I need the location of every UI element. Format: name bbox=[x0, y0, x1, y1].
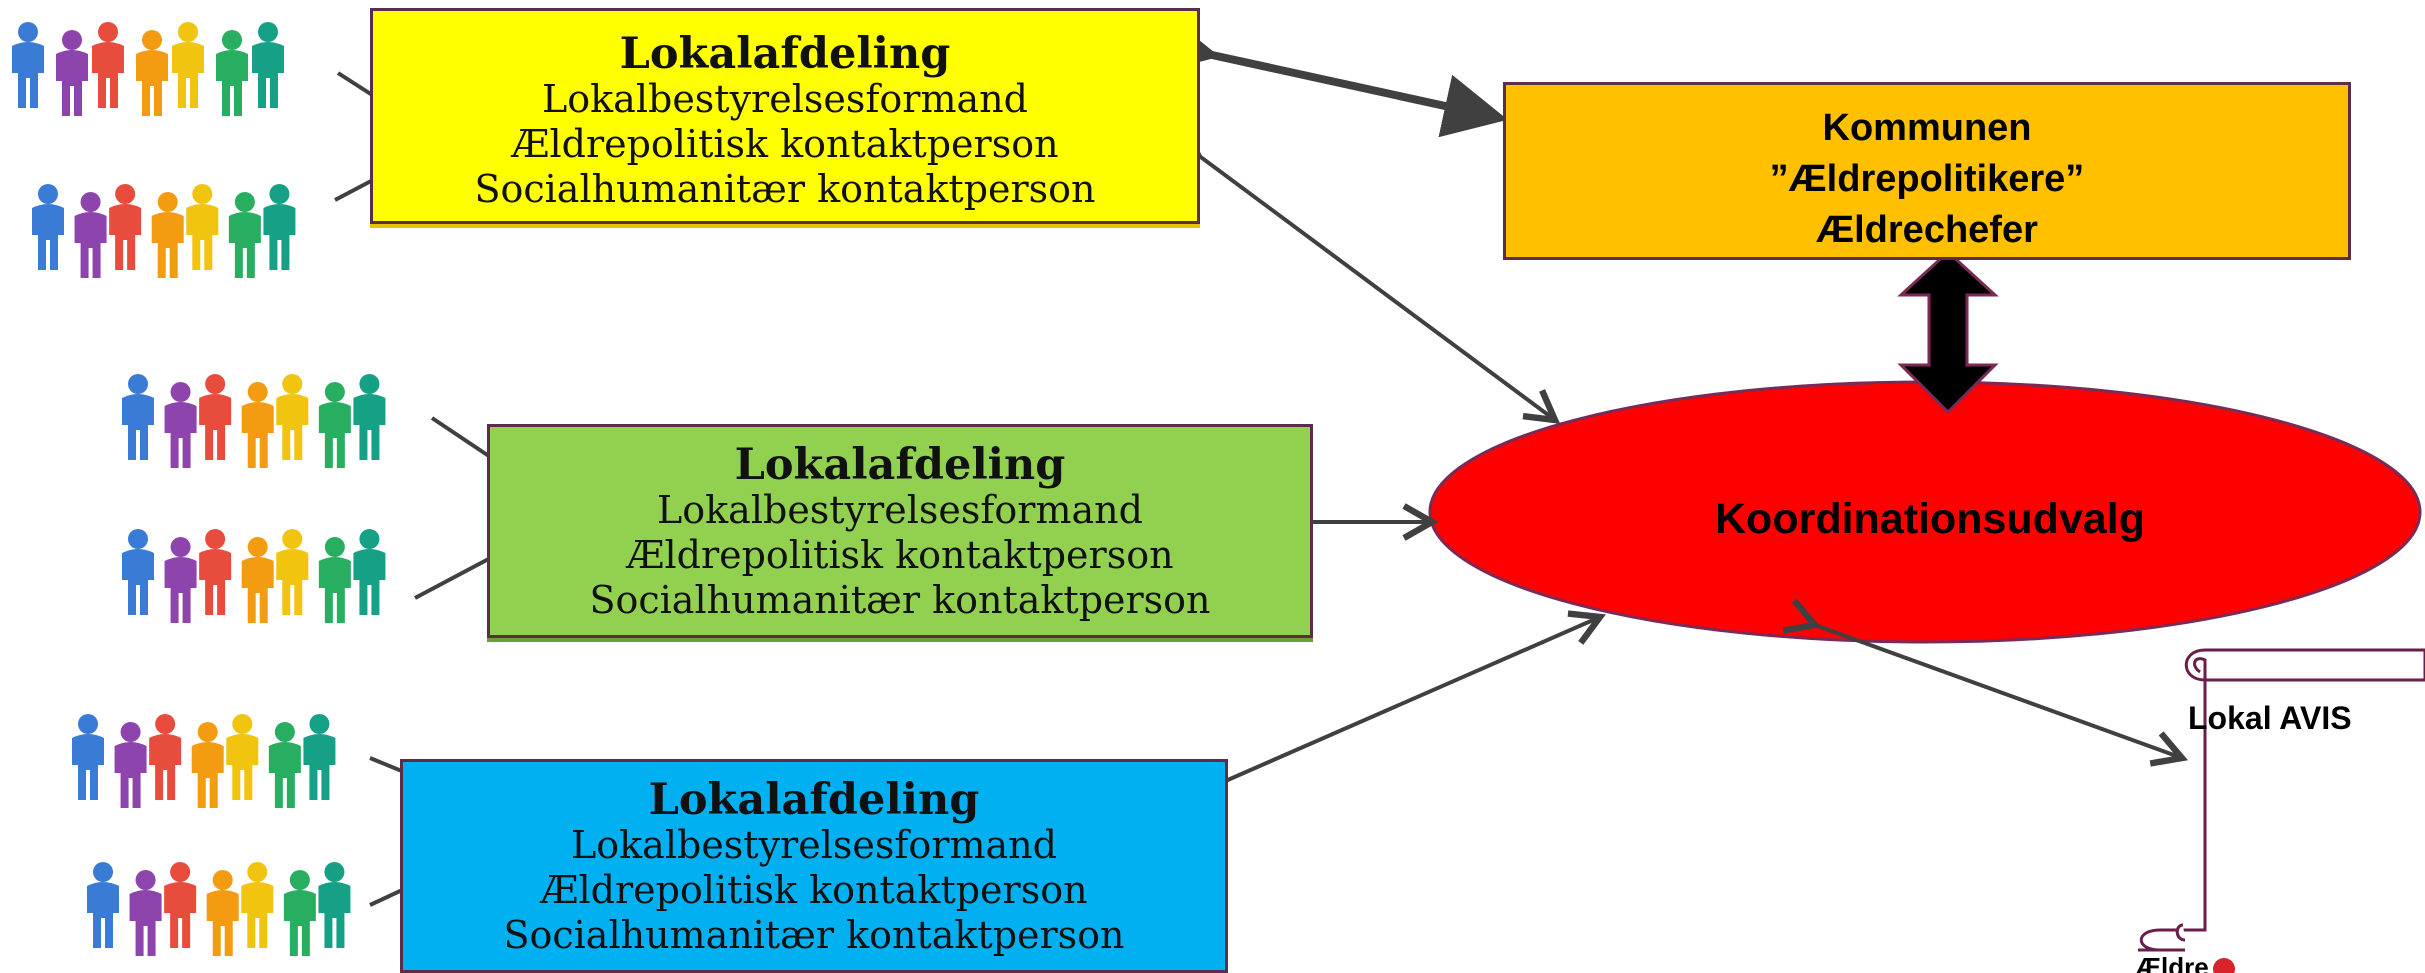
lokalafdeling-box-blue: Lokalafdeling Lokalbestyrelsesformand Æl… bbox=[400, 759, 1228, 973]
person-figure bbox=[164, 382, 197, 468]
lokalafdeling-box-yellow: Lokalafdeling Lokalbestyrelsesformand Æl… bbox=[370, 8, 1200, 224]
person-figure bbox=[283, 870, 316, 956]
person-figure bbox=[199, 529, 232, 615]
person-figure bbox=[122, 529, 154, 615]
person-figure bbox=[12, 22, 44, 108]
blue-koordination-arrow bbox=[1165, 610, 1606, 821]
person-figure bbox=[151, 192, 184, 278]
box-line-formand: Lokalbestyrelsesformand bbox=[542, 77, 1028, 121]
box-title: Lokalafdeling bbox=[619, 29, 951, 79]
person-figure bbox=[129, 870, 162, 956]
kommune-koordination-arrow bbox=[1897, 249, 1999, 415]
logo-dot-icon bbox=[2212, 958, 2235, 973]
box-line-aeldre: Ældrepolitisk kontaktperson bbox=[511, 122, 1059, 166]
people-group-icon bbox=[12, 22, 284, 116]
person-figure bbox=[216, 30, 248, 116]
person-figure bbox=[164, 862, 197, 948]
kommune-line-chefer: Ældrechefer bbox=[1816, 209, 2038, 251]
person-figure bbox=[87, 862, 119, 948]
person-figure bbox=[318, 537, 351, 623]
person-figure bbox=[199, 374, 232, 460]
kommune-title: Kommunen bbox=[1822, 107, 2032, 149]
person-figure bbox=[276, 374, 309, 460]
footer-logo: Ældre bbox=[2135, 952, 2255, 973]
scroll-icon bbox=[2138, 648, 2425, 952]
box-line-social: Socialhumanitær kontaktperson bbox=[589, 578, 1211, 622]
box-line-social: Socialhumanitær kontaktperson bbox=[503, 913, 1125, 957]
person-figure bbox=[228, 192, 261, 278]
box-line-formand: Lokalbestyrelsesformand bbox=[657, 488, 1143, 532]
person-figure bbox=[353, 529, 386, 615]
person-figure bbox=[318, 862, 351, 948]
box-title: Lokalafdeling bbox=[734, 440, 1066, 490]
person-figure bbox=[191, 722, 224, 808]
kommune-line-politikere: ”Ældrepolitikere” bbox=[1769, 158, 2085, 200]
person-figure bbox=[303, 714, 336, 800]
people-group-icon bbox=[122, 374, 386, 468]
koordinationsudvalg-label: Koordinationsudvalg bbox=[1715, 495, 2145, 543]
person-figure bbox=[164, 537, 197, 623]
person-figure bbox=[241, 382, 274, 468]
people-group-icon bbox=[87, 862, 351, 956]
person-figure bbox=[74, 192, 107, 278]
yellow-koordination-arrow bbox=[1165, 124, 1561, 424]
yellow-kommune-arrow bbox=[1150, 11, 1508, 138]
person-figure bbox=[241, 537, 274, 623]
person-figure bbox=[72, 714, 104, 800]
person-figure bbox=[268, 722, 301, 808]
people-group-icon bbox=[122, 529, 386, 623]
person-figure bbox=[318, 382, 351, 468]
lokal-avis-label: Lokal AVIS bbox=[2188, 700, 2352, 736]
person-figure bbox=[109, 184, 142, 270]
people-group-icon bbox=[72, 714, 336, 808]
person-figure bbox=[252, 22, 284, 108]
footer-logo-text: Ældre bbox=[2135, 952, 2209, 973]
person-figure bbox=[226, 714, 259, 800]
person-figure bbox=[32, 184, 64, 270]
person-figure bbox=[241, 862, 274, 948]
person-figure bbox=[136, 30, 168, 116]
person-figure bbox=[186, 184, 219, 270]
people-group-icon bbox=[32, 184, 296, 278]
person-figure bbox=[114, 722, 147, 808]
box-line-aeldre: Ældrepolitisk kontaktperson bbox=[626, 533, 1174, 577]
avis-koordination-arrow bbox=[1782, 598, 2189, 767]
person-figure bbox=[172, 22, 204, 108]
box-line-aeldre: Ældrepolitisk kontaktperson bbox=[540, 868, 1088, 912]
box-line-formand: Lokalbestyrelsesformand bbox=[571, 823, 1057, 867]
person-figure bbox=[206, 870, 239, 956]
person-figure bbox=[56, 30, 88, 116]
person-figure bbox=[92, 22, 124, 108]
box-line-social: Socialhumanitær kontaktperson bbox=[474, 167, 1096, 211]
person-figure bbox=[276, 529, 309, 615]
box-title: Lokalafdeling bbox=[648, 775, 980, 825]
person-figure bbox=[122, 374, 154, 460]
lokalafdeling-box-green: Lokalafdeling Lokalbestyrelsesformand Æl… bbox=[487, 424, 1313, 638]
person-figure bbox=[263, 184, 296, 270]
person-figure bbox=[353, 374, 386, 460]
person-figure bbox=[149, 714, 182, 800]
kommune-box: Kommunen ”Ældrepolitikere” Ældrechefer bbox=[1503, 82, 2351, 260]
